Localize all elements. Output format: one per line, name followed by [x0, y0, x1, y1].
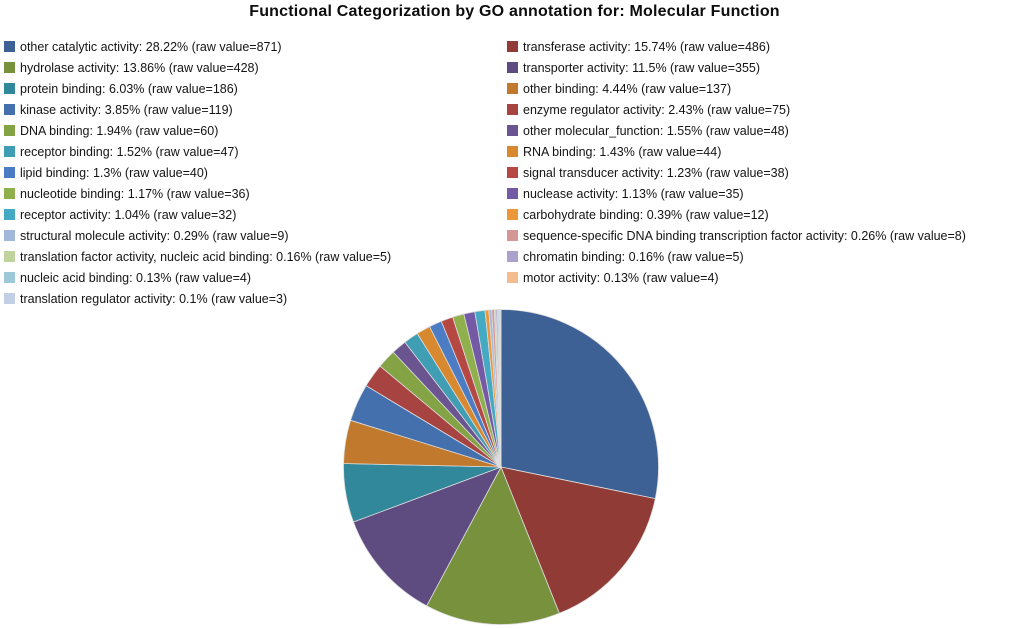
legend-label: receptor activity: 1.04% (raw value=32) — [20, 207, 237, 222]
legend-swatch — [4, 62, 15, 73]
legend-swatch — [4, 209, 15, 220]
legend-label: enzyme regulator activity: 2.43% (raw va… — [523, 102, 791, 117]
legend-label: protein binding: 6.03% (raw value=186) — [20, 81, 238, 96]
legend-item: receptor binding: 1.52% (raw value=47) — [4, 141, 391, 162]
legend-label: transferase activity: 15.74% (raw value=… — [523, 39, 770, 54]
pie-slice — [500, 466, 656, 614]
legend-swatch — [507, 62, 518, 73]
legend-label: other binding: 4.44% (raw value=137) — [523, 81, 732, 96]
legend-swatch — [4, 251, 15, 262]
legend-item: RNA binding: 1.43% (raw value=44) — [507, 141, 966, 162]
legend-swatch — [507, 230, 518, 241]
legend-swatch — [4, 272, 15, 283]
legend-item: chromatin binding: 0.16% (raw value=5) — [507, 246, 966, 267]
legend-swatch — [507, 83, 518, 94]
legend-item: transporter activity: 11.5% (raw value=3… — [507, 57, 966, 78]
legend-item: translation regulator activity: 0.1% (ra… — [4, 288, 391, 309]
legend-item: other molecular_function: 1.55% (raw val… — [507, 120, 966, 141]
legend-label: structural molecule activity: 0.29% (raw… — [20, 228, 289, 243]
legend-item: carbohydrate binding: 0.39% (raw value=1… — [507, 204, 966, 225]
legend-label: carbohydrate binding: 0.39% (raw value=1… — [523, 207, 769, 222]
legend-item: kinase activity: 3.85% (raw value=119) — [4, 99, 391, 120]
legend-label: lipid binding: 1.3% (raw value=40) — [20, 165, 208, 180]
pie-chart — [343, 309, 659, 625]
legend-item: receptor activity: 1.04% (raw value=32) — [4, 204, 391, 225]
pie-slice — [499, 309, 502, 468]
legend-swatch — [507, 125, 518, 136]
legend-swatch — [4, 167, 15, 178]
legend-label: signal transducer activity: 1.23% (raw v… — [523, 165, 789, 180]
legend-label: chromatin binding: 0.16% (raw value=5) — [523, 249, 744, 264]
legend-item: other binding: 4.44% (raw value=137) — [507, 78, 966, 99]
chart-title: Functional Categorization by GO annotati… — [249, 3, 780, 20]
legend-item: transferase activity: 15.74% (raw value=… — [507, 36, 966, 57]
legend-swatch — [4, 293, 15, 304]
legend-label: other catalytic activity: 28.22% (raw va… — [20, 39, 282, 54]
pie-slice — [352, 466, 502, 607]
legend-item: nucleotide binding: 1.17% (raw value=36) — [4, 183, 391, 204]
legend-swatch — [507, 104, 518, 115]
legend-swatch — [4, 41, 15, 52]
legend-swatch — [507, 251, 518, 262]
legend-item: signal transducer activity: 1.23% (raw v… — [507, 162, 966, 183]
pie-slice — [500, 309, 659, 500]
legend-swatch — [507, 272, 518, 283]
legend-swatch — [4, 146, 15, 157]
legend-label: sequence-specific DNA binding transcript… — [523, 228, 966, 243]
legend-label: nucleic acid binding: 0.13% (raw value=4… — [20, 270, 252, 285]
legend-item: motor activity: 0.13% (raw value=4) — [507, 267, 966, 288]
legend-swatch — [4, 104, 15, 115]
legend-label: DNA binding: 1.94% (raw value=60) — [20, 123, 219, 138]
legend-label: RNA binding: 1.43% (raw value=44) — [523, 144, 722, 159]
legend-label: transporter activity: 11.5% (raw value=3… — [523, 60, 761, 75]
legend-item: lipid binding: 1.3% (raw value=40) — [4, 162, 391, 183]
legend-label: nucleotide binding: 1.17% (raw value=36) — [20, 186, 250, 201]
legend-item: nuclease activity: 1.13% (raw value=35) — [507, 183, 966, 204]
legend-swatch — [507, 188, 518, 199]
legend-item: translation factor activity, nucleic aci… — [4, 246, 391, 267]
legend-item: hydrolase activity: 13.86% (raw value=42… — [4, 57, 391, 78]
legend-label: translation regulator activity: 0.1% (ra… — [20, 291, 288, 306]
pie-chart-area — [342, 308, 660, 626]
legend-label: kinase activity: 3.85% (raw value=119) — [20, 102, 233, 117]
legend-swatch — [4, 83, 15, 94]
legend-label: other molecular_function: 1.55% (raw val… — [523, 123, 789, 138]
legend-swatch — [507, 146, 518, 157]
legend-item: protein binding: 6.03% (raw value=186) — [4, 78, 391, 99]
legend-item: nucleic acid binding: 0.13% (raw value=4… — [4, 267, 391, 288]
legend-label: motor activity: 0.13% (raw value=4) — [523, 270, 719, 285]
legend-item: enzyme regulator activity: 2.43% (raw va… — [507, 99, 966, 120]
legend-swatch — [4, 188, 15, 199]
legend-swatch — [4, 125, 15, 136]
legend-label: translation factor activity, nucleic aci… — [20, 249, 392, 264]
legend-item: DNA binding: 1.94% (raw value=60) — [4, 120, 391, 141]
legend-column-left: other catalytic activity: 28.22% (raw va… — [4, 36, 391, 309]
legend-label: receptor binding: 1.52% (raw value=47) — [20, 144, 239, 159]
legend-label: nuclease activity: 1.13% (raw value=35) — [523, 186, 744, 201]
legend-column-right: transferase activity: 15.74% (raw value=… — [507, 36, 966, 288]
legend-swatch — [507, 209, 518, 220]
legend-item: other catalytic activity: 28.22% (raw va… — [4, 36, 391, 57]
legend-swatch — [507, 167, 518, 178]
legend-item: sequence-specific DNA binding transcript… — [507, 225, 966, 246]
legend-swatch — [4, 230, 15, 241]
pie-slice — [426, 466, 560, 625]
legend-item: structural molecule activity: 0.29% (raw… — [4, 225, 391, 246]
legend-label: hydrolase activity: 13.86% (raw value=42… — [20, 60, 259, 75]
legend-swatch — [507, 41, 518, 52]
